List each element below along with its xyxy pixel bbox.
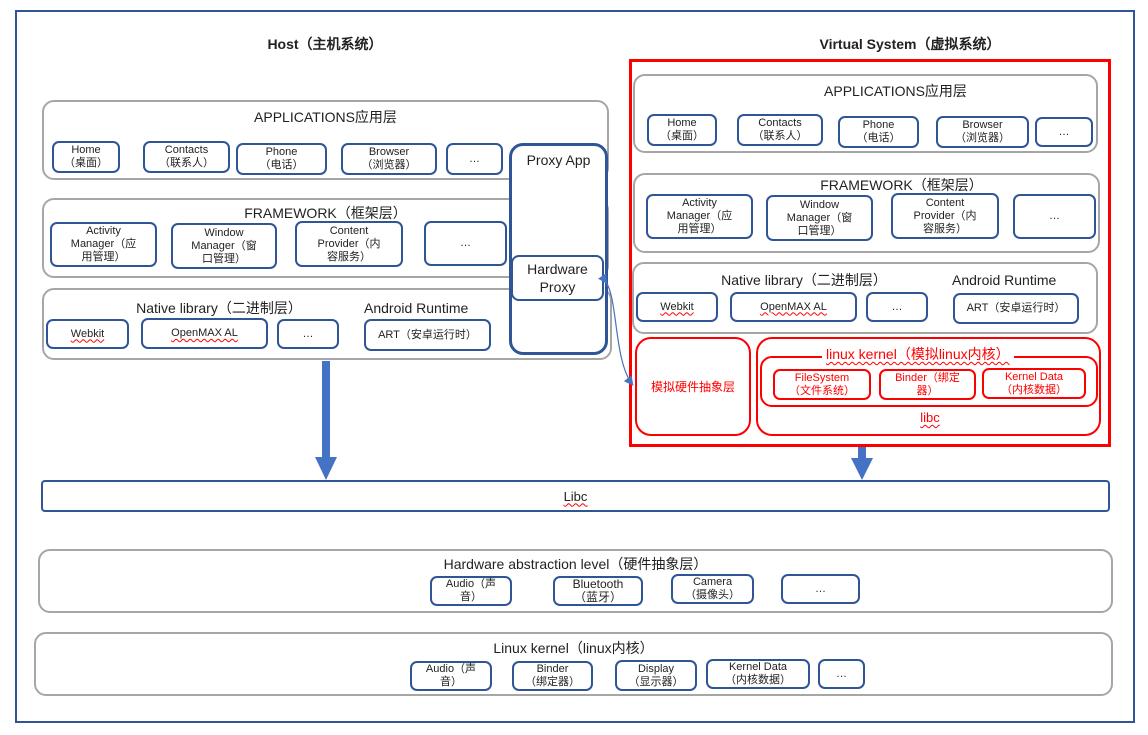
hal-audio[interactable]: Audio（声 音） — [430, 576, 512, 606]
host-fw-activity-manager[interactable]: Activity Manager（应 用管理） — [50, 222, 157, 267]
host-native-title: Native library（二进制层） — [136, 300, 302, 316]
host-art-runtime[interactable]: ART（安卓运行时） — [364, 319, 491, 351]
virtual-native-openmax[interactable]: OpenMAX AL — [730, 292, 857, 322]
virtual-app-phone[interactable]: Phone （电话） — [838, 116, 919, 148]
hal-camera[interactable]: Camera （摄像头） — [671, 574, 754, 604]
virtual-fw-activity-manager[interactable]: Activity Manager（应 用管理） — [646, 194, 753, 239]
host-native-openmax-label: OpenMAX AL — [171, 327, 238, 339]
host-android-runtime-title: Android Runtime — [364, 300, 469, 316]
host-framework-title: FRAMEWORK（框架层） — [244, 205, 407, 221]
host-app-phone[interactable]: Phone （电话） — [236, 143, 327, 175]
hal-bluetooth[interactable]: Bluetooth （蓝牙） — [553, 576, 643, 606]
virtual-native-openmax-label: OpenMAX AL — [760, 300, 827, 313]
host-fw-content-provider[interactable]: Content Provider（内 容服务） — [295, 221, 403, 267]
diagram-frame — [15, 10, 1135, 723]
host-native-webkit-label: Webkit — [70, 327, 105, 340]
virtual-system-frame — [629, 59, 1111, 447]
kernel-more[interactable]: … — [818, 659, 865, 689]
virtual-app-browser[interactable]: Browser （浏览器） — [936, 116, 1029, 148]
hal-title: Hardware abstraction level（硬件抽象层） — [443, 556, 708, 572]
virtual-app-contacts[interactable]: Contacts （联系人） — [737, 114, 823, 146]
virtual-native-more[interactable]: … — [866, 292, 928, 322]
virtual-android-runtime-title: Android Runtime — [952, 272, 1057, 288]
simulated-hal[interactable]: 模拟硬件抽象层 — [635, 337, 751, 436]
libc-bar[interactable]: Libc — [41, 480, 1110, 512]
virtual-native-webkit[interactable]: Webkit — [636, 292, 718, 322]
virtual-app-more[interactable]: … — [1035, 117, 1093, 147]
host-native-webkit[interactable]: Webkit — [46, 319, 129, 349]
host-app-browser[interactable]: Browser （浏览器） — [341, 143, 437, 175]
simulated-kernel-data[interactable]: Kernel Data （内核数据） — [982, 368, 1086, 399]
proxy-app-title: Proxy App — [526, 152, 591, 168]
hardware-proxy[interactable]: Hardware Proxy — [511, 255, 604, 301]
virtual-fw-window-manager[interactable]: Window Manager（窗 口管理） — [766, 195, 873, 241]
virtual-title: Virtual System（虚拟系统） — [819, 36, 1001, 52]
kernel-title: Linux kernel（linux内核） — [493, 640, 654, 656]
virtual-app-home[interactable]: Home （桌面） — [647, 114, 717, 146]
simulated-kernel-filesystem[interactable]: FileSystem （文件系统） — [773, 369, 871, 400]
virtual-art-runtime[interactable]: ART（安卓运行时） — [953, 293, 1079, 324]
hal-more[interactable]: … — [781, 574, 860, 604]
virtual-fw-content-provider[interactable]: Content Provider（内 容服务） — [891, 193, 999, 239]
host-native-openmax[interactable]: OpenMAX AL — [141, 318, 268, 349]
simulated-libc: libc — [900, 410, 960, 425]
host-title: Host（主机系统） — [267, 36, 383, 52]
simulated-kernel-binder[interactable]: Binder（绑定 器） — [879, 369, 976, 400]
simulated-kernel-title: linux kernel（模拟linux内核） — [822, 344, 1014, 364]
virtual-fw-more[interactable]: … — [1013, 194, 1096, 239]
host-fw-window-manager[interactable]: Window Manager（窗 口管理） — [171, 223, 277, 269]
virtual-applications-title: APPLICATIONS应用层 — [824, 83, 967, 99]
host-app-contacts[interactable]: Contacts （联系人） — [143, 141, 230, 173]
host-app-home[interactable]: Home （桌面） — [52, 141, 120, 173]
simulated-kernel-title-text: linux kernel（模拟linux内核） — [826, 346, 1010, 362]
host-fw-more[interactable]: … — [424, 221, 507, 266]
simulated-libc-text: libc — [920, 410, 940, 425]
virtual-native-webkit-label: Webkit — [660, 300, 694, 313]
kernel-display[interactable]: Display （显示器） — [615, 660, 697, 691]
kernel-binder[interactable]: Binder （绑定器） — [512, 661, 593, 691]
kernel-audio[interactable]: Audio（声 音） — [410, 661, 492, 691]
host-applications-title: APPLICATIONS应用层 — [254, 109, 397, 125]
host-app-more[interactable]: … — [446, 143, 503, 175]
virtual-native-title: Native library（二进制层） — [721, 272, 887, 288]
virtual-framework-title: FRAMEWORK（框架层） — [820, 177, 983, 193]
libc-bar-label: Libc — [563, 488, 588, 504]
host-native-more[interactable]: … — [277, 319, 339, 349]
proxy-app[interactable]: Proxy App — [509, 143, 608, 355]
kernel-data[interactable]: Kernel Data （内核数据） — [706, 659, 810, 689]
